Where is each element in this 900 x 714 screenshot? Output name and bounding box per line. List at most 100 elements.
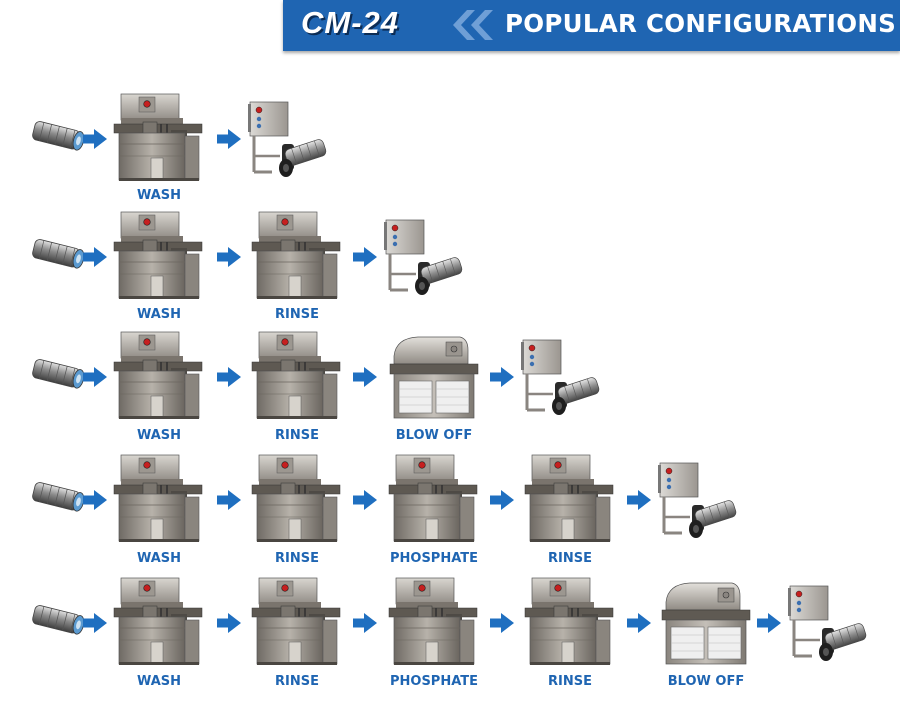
flow-arrow-icon	[627, 613, 651, 633]
flow-arrow	[352, 612, 378, 639]
unload-station-icon	[384, 219, 463, 295]
flow-arrow-icon	[217, 247, 241, 267]
flow-arrow	[626, 489, 652, 516]
stage-label: RINSE	[548, 674, 592, 689]
flow-arrow	[216, 612, 242, 639]
wash-stage-machine-icon	[113, 211, 203, 299]
part-input	[28, 116, 86, 161]
flow-arrow-icon	[490, 367, 514, 387]
flow-arrow-icon	[217, 613, 241, 633]
wash-stage	[249, 453, 345, 550]
flow-arrow-icon	[83, 247, 107, 267]
wash-stage-machine-icon	[388, 577, 478, 665]
flow-arrow-icon	[217, 129, 241, 149]
wash-stage-machine-icon	[251, 577, 341, 665]
stage-label: RINSE	[275, 551, 319, 566]
wash-stage-machine-icon	[388, 454, 478, 542]
stage-label: WASH	[136, 551, 182, 566]
stage-label: RINSE	[548, 551, 592, 566]
part-input	[28, 477, 86, 522]
flow-arrow-icon	[490, 613, 514, 633]
wash-stage	[111, 330, 207, 427]
stage-label: WASH	[136, 188, 182, 203]
flow-arrow-icon	[490, 490, 514, 510]
flow-arrow	[82, 489, 108, 516]
wash-stage-machine-icon	[113, 93, 203, 181]
part-cylinder-icon	[32, 482, 85, 512]
wash-stage	[111, 453, 207, 550]
flow-arrow	[216, 489, 242, 516]
stage-label: BLOW OFF	[667, 674, 745, 689]
unload-station-icon	[248, 101, 327, 177]
page-title: POPULAR CONFIGURATIONS	[505, 9, 897, 38]
unload-station-icon	[658, 462, 737, 538]
part-input	[28, 600, 86, 645]
wash-stage-machine-icon	[113, 331, 203, 419]
wash-stage	[386, 576, 482, 673]
wash-stage-machine-icon	[251, 454, 341, 542]
part-input	[28, 354, 86, 399]
blow-off-stage	[660, 580, 752, 671]
blow-off-stage-machine-icon	[389, 336, 479, 419]
flow-arrow	[216, 366, 242, 393]
flow-arrow-icon	[83, 129, 107, 149]
wash-stage	[386, 453, 482, 550]
wash-stage-machine-icon	[113, 454, 203, 542]
flow-arrow-icon	[83, 613, 107, 633]
stage-label: WASH	[136, 674, 182, 689]
unload-station-icon	[521, 339, 600, 415]
wash-stage	[111, 92, 207, 189]
unload-station	[246, 98, 330, 189]
flow-arrow-icon	[353, 247, 377, 267]
unload-station	[382, 216, 466, 307]
stage-label: RINSE	[275, 428, 319, 443]
unload-station-icon	[788, 585, 867, 661]
flow-arrow	[352, 489, 378, 516]
wash-stage	[249, 576, 345, 673]
wash-stage-machine-icon	[113, 577, 203, 665]
flow-arrow-icon	[757, 613, 781, 633]
part-input	[28, 234, 86, 279]
flow-arrow	[352, 366, 378, 393]
wash-stage	[522, 453, 618, 550]
flow-arrow-icon	[83, 490, 107, 510]
wash-stage-machine-icon	[251, 211, 341, 299]
wash-stage	[111, 210, 207, 307]
flow-arrow-icon	[353, 367, 377, 387]
flow-arrow	[82, 246, 108, 273]
flow-arrow	[756, 612, 782, 639]
part-cylinder-icon	[32, 239, 85, 269]
flow-arrow	[82, 612, 108, 639]
stage-label: RINSE	[275, 307, 319, 322]
flow-arrow	[82, 128, 108, 155]
wash-stage	[111, 576, 207, 673]
stage-label: PHOSPHATE	[389, 551, 479, 566]
flow-arrow	[489, 612, 515, 639]
unload-station	[656, 459, 740, 550]
flow-arrow	[489, 489, 515, 516]
flow-arrow	[216, 246, 242, 273]
wash-stage-machine-icon	[524, 454, 614, 542]
flow-arrow-icon	[217, 367, 241, 387]
stage-label: PHOSPHATE	[389, 674, 479, 689]
blow-off-stage	[388, 334, 480, 425]
wash-stage	[249, 210, 345, 307]
double-chevron-left-icon	[453, 10, 493, 40]
flow-arrow-icon	[353, 613, 377, 633]
header-bar: CM-24 POPULAR CONFIGURATIONS	[283, 0, 900, 51]
stage-label: RINSE	[275, 674, 319, 689]
flow-arrow-icon	[353, 490, 377, 510]
flow-arrow-icon	[217, 490, 241, 510]
flow-arrow-icon	[627, 490, 651, 510]
stage-label: WASH	[136, 428, 182, 443]
unload-station	[519, 336, 603, 427]
blow-off-stage-machine-icon	[661, 582, 751, 665]
wash-stage	[522, 576, 618, 673]
wash-stage	[249, 330, 345, 427]
flow-arrow	[216, 128, 242, 155]
flow-arrow	[352, 246, 378, 273]
unload-station	[786, 582, 870, 673]
flow-arrow	[489, 366, 515, 393]
wash-stage-machine-icon	[251, 331, 341, 419]
part-cylinder-icon	[32, 121, 85, 151]
